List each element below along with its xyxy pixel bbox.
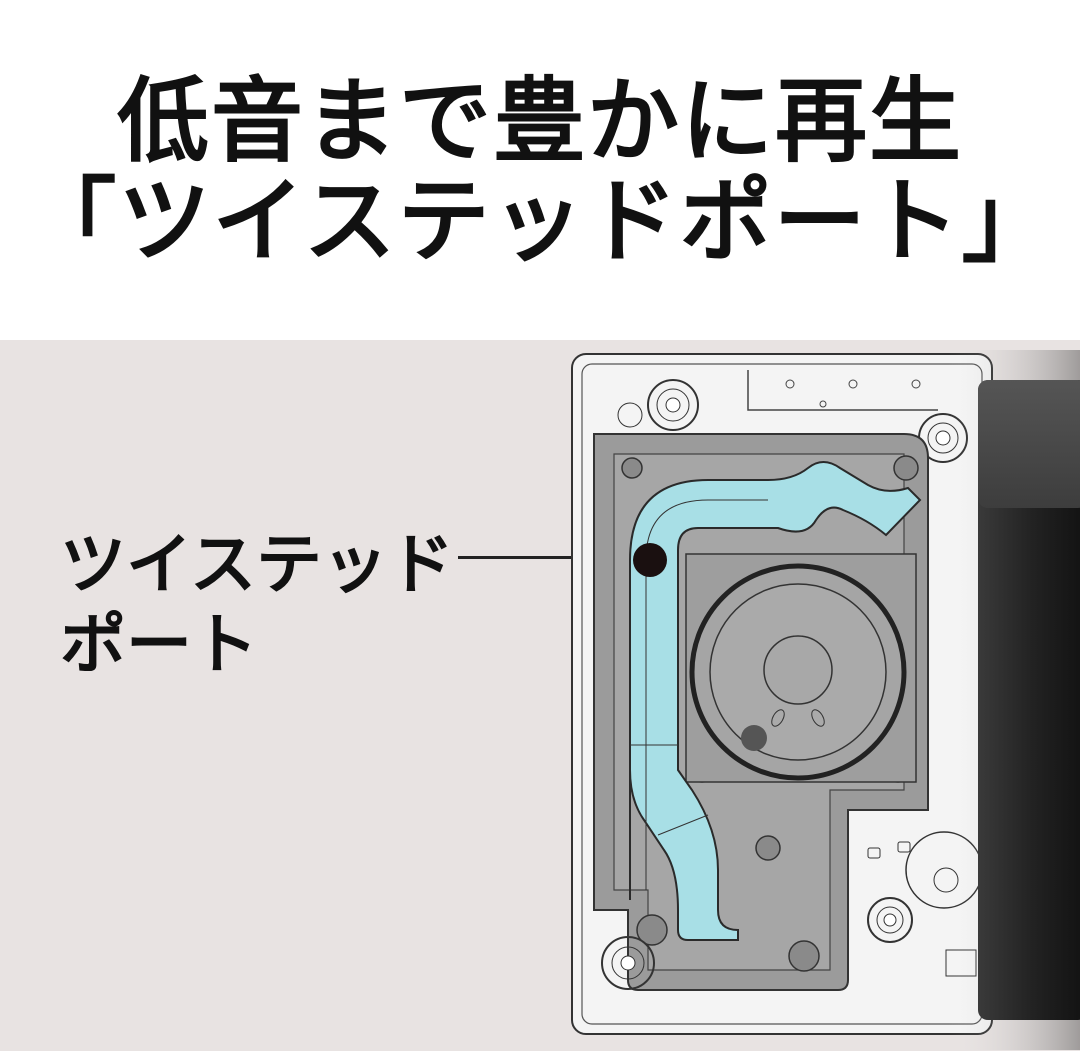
callout-label: ツイステッド ポート (60, 525, 454, 685)
callout-dot (633, 543, 667, 577)
rubber-foot-icon (647, 379, 699, 431)
callout-label-line2: ポート (60, 606, 258, 683)
header-section: 低音まで豊かに再生 「ツイステッドポート」 (0, 0, 1080, 340)
diagram-section: ツイステッド ポート (0, 340, 1080, 1051)
twisted-port (629, 461, 922, 941)
speaker-driver (685, 553, 917, 783)
headline-line1: 低音まで豊かに再生 (116, 68, 963, 175)
speaker-cutaway-illustration (571, 350, 1080, 1050)
callout-leader-line (458, 556, 648, 559)
headline-line2: 「ツイステッドポート」 (24, 168, 1056, 275)
callout-label-line1: ツイステッド (60, 526, 455, 603)
front-panel (978, 380, 1080, 1020)
